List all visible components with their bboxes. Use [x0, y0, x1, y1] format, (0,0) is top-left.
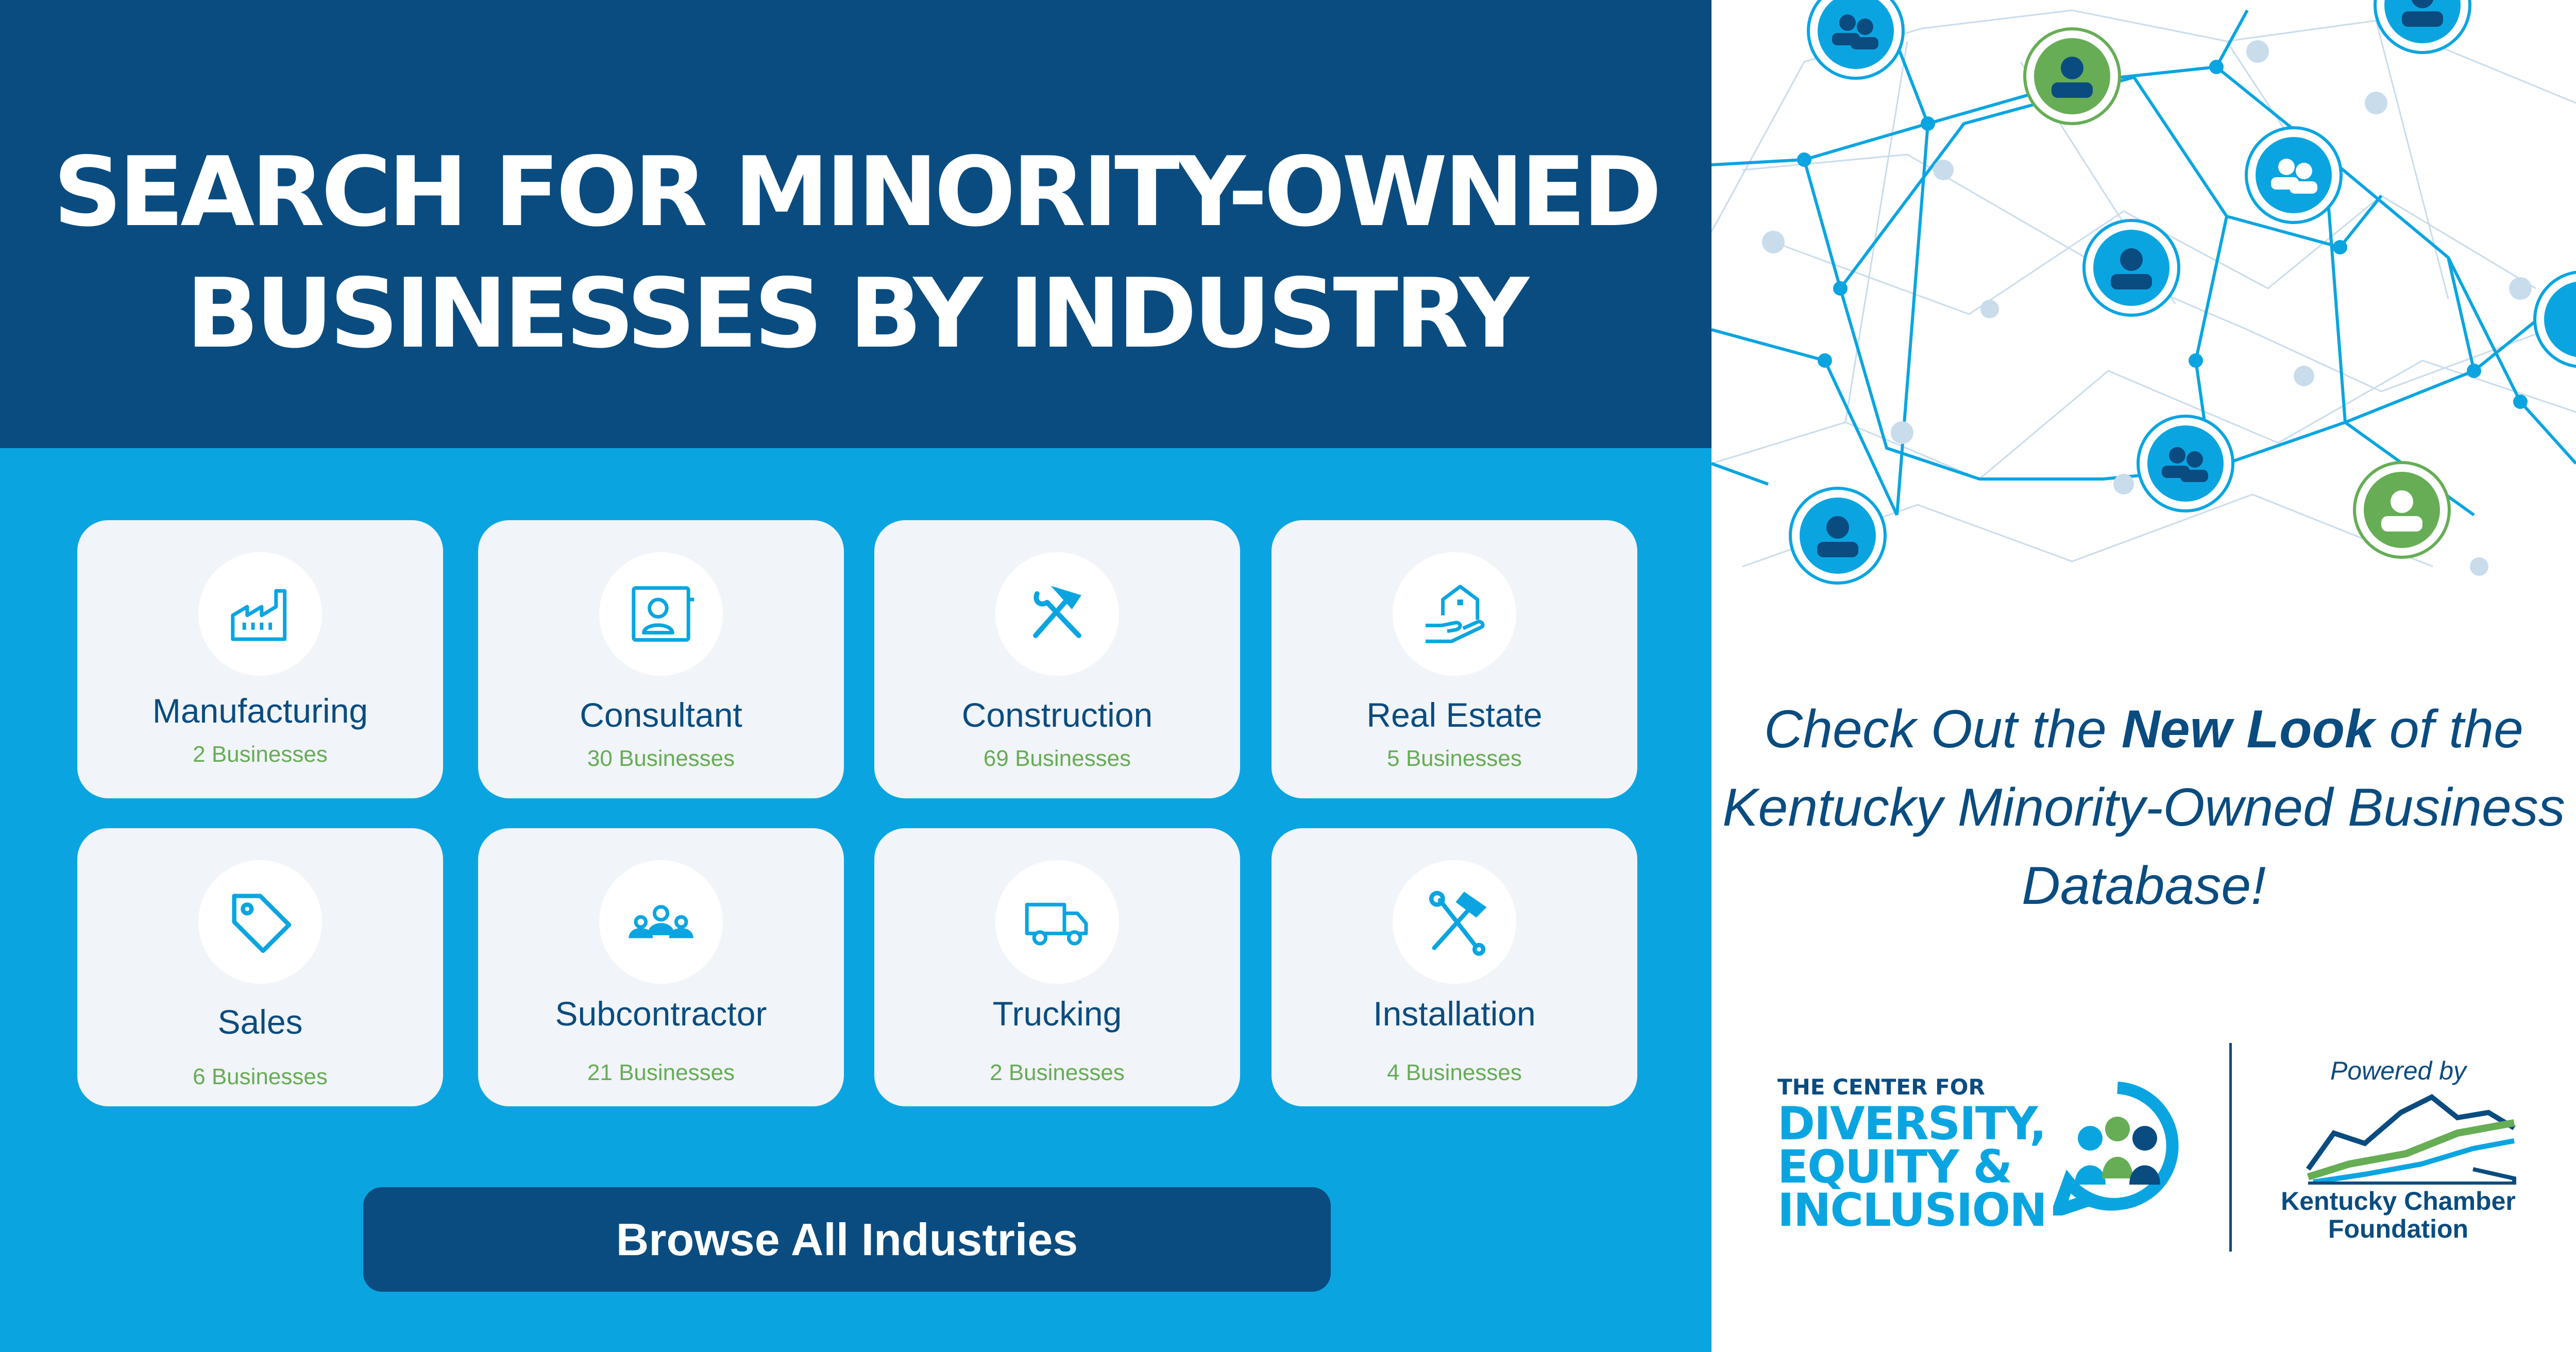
industry-card-manufacturing[interactable]: Manufacturing 2 Businesses	[77, 520, 443, 798]
factory-icon	[198, 552, 322, 676]
network-person-nodes	[1789, 0, 2576, 585]
dei-line-1: DIVERSITY,	[1777, 1097, 2047, 1150]
promo-suffix: of the Kentucky Minority-Owned Business …	[1722, 699, 2565, 916]
dei-line-3: INCLUSION	[1777, 1184, 2047, 1237]
industry-count: 69 Businesses	[983, 746, 1131, 771]
industry-count: 6 Businesses	[193, 1064, 328, 1089]
browse-all-industries-button[interactable]: Browse All Industries	[363, 1187, 1331, 1292]
page-title-line-1: SEARCH FOR MINORITY-OWNED	[53, 136, 1662, 248]
industry-count: 4 Businesses	[1387, 1060, 1522, 1085]
house-hand-icon	[1393, 552, 1516, 676]
industry-label: Subcontractor	[555, 995, 767, 1033]
header-band	[0, 0, 1711, 448]
tag-icon	[198, 860, 322, 984]
industry-label: Manufacturing	[152, 692, 368, 730]
network-illustration	[1711, 0, 2576, 585]
industry-card-consultant[interactable]: Consultant 30 Businesses	[478, 520, 844, 798]
industry-count: 2 Businesses	[990, 1060, 1125, 1085]
promo-emphasis: New Look	[2121, 699, 2375, 759]
industry-card-construction[interactable]: Construction 69 Businesses	[874, 520, 1240, 798]
industry-label: Trucking	[992, 995, 1122, 1033]
promo-prefix: Check Out the	[1764, 699, 2122, 759]
kentucky-chamber-line-2: Foundation	[2328, 1214, 2469, 1243]
powered-by-label: Powered by	[2330, 1056, 2467, 1085]
industry-count: 2 Businesses	[193, 742, 328, 767]
kentucky-chamber-logo-icon	[2306, 1094, 2516, 1185]
kentucky-chamber-line-1: Kentucky Chamber	[2281, 1187, 2516, 1216]
industry-count: 30 Businesses	[587, 746, 735, 771]
industry-card-subcontractor[interactable]: Subcontractor 21 Businesses	[478, 828, 844, 1106]
page-title: SEARCH FOR MINORITY-OWNED BUSINESSES BY …	[0, 131, 1711, 374]
industry-count: 5 Businesses	[1387, 746, 1522, 771]
consultant-icon	[599, 552, 723, 676]
dei-logo-icon	[2053, 1082, 2179, 1216]
industry-card-trucking[interactable]: Trucking 2 Businesses	[874, 828, 1240, 1106]
kentucky-chamber-name: Kentucky Chamber Foundation	[2262, 1187, 2535, 1243]
promo-message: Check Out the New Look of the Kentucky M…	[1711, 690, 2576, 925]
dei-center-logo-text: THE CENTER FOR DIVERSITY, EQUITY & INCLU…	[1777, 1072, 2047, 1237]
page-title-line-2: BUSINESSES BY INDUSTRY	[186, 258, 1529, 369]
tools-icon	[995, 552, 1119, 676]
industry-label: Sales	[217, 1003, 303, 1041]
industry-card-real-estate[interactable]: Real Estate 5 Businesses	[1272, 520, 1637, 798]
logo-divider	[2229, 1043, 2232, 1252]
group-icon	[599, 860, 723, 984]
wrench-hammer-icon	[1393, 860, 1516, 984]
industry-label: Consultant	[580, 696, 742, 734]
industry-card-installation[interactable]: Installation 4 Businesses	[1272, 828, 1637, 1106]
industry-label: Real Estate	[1366, 696, 1543, 734]
truck-icon	[995, 860, 1119, 984]
dei-pre-title: THE CENTER FOR	[1777, 1074, 1985, 1100]
industry-label: Construction	[961, 696, 1153, 734]
industry-count: 21 Businesses	[587, 1060, 735, 1085]
dei-line-2: EQUITY &	[1777, 1140, 2012, 1193]
industry-card-sales[interactable]: Sales 6 Businesses	[77, 828, 443, 1106]
industry-label: Installation	[1373, 995, 1536, 1033]
